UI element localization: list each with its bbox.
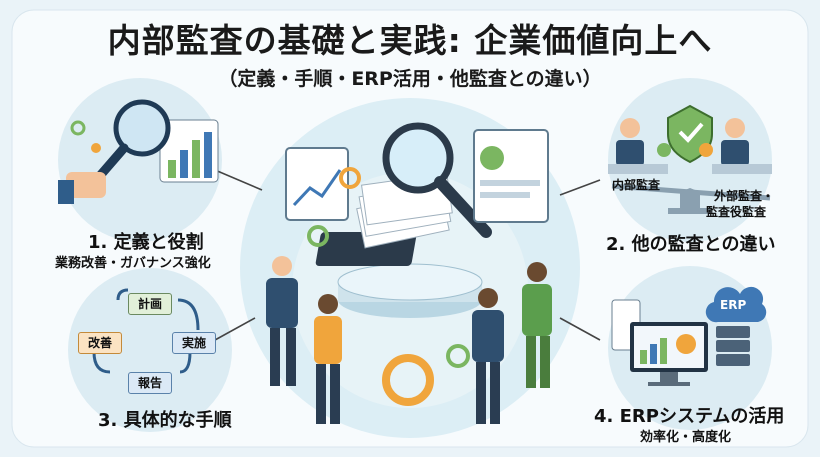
section3-title: 3. 具体的な手順 — [98, 410, 232, 431]
erp-system-icon — [611, 286, 767, 386]
section1-subtitle: 業務改善・ガバナンス強化 — [55, 256, 211, 271]
section3-bg — [68, 268, 232, 432]
magnifier-chart-icon — [58, 99, 219, 204]
page-subtitle: （定義・手順・ERP活用・他監査との違い） — [218, 68, 602, 90]
section4-title: 4. ERPシステムの活用 — [594, 406, 785, 427]
section4-subtitle: 効率化・高度化 — [640, 430, 732, 445]
step-improve-box: 改善 — [78, 332, 122, 354]
section1-title: 1. 定義と役割 — [88, 232, 204, 253]
balance-scale-icon — [608, 104, 772, 214]
section1-bg — [58, 78, 222, 242]
central-audit-scene — [266, 122, 552, 424]
external-audit-label-line1: 外部監査・ — [714, 189, 775, 203]
step-execute-box: 実施 — [172, 332, 216, 354]
page-title: 内部監査の基礎と実践: 企業価値向上へ — [107, 21, 713, 60]
erp-badge: ERP — [720, 298, 747, 312]
section2-title: 2. 他の監査との違い — [606, 234, 776, 255]
step-report-box: 報告 — [128, 372, 172, 394]
external-audit-label-line2: 監査役監査 — [706, 205, 767, 219]
cycle-arrows-icon — [92, 288, 200, 374]
internal-audit-label: 内部監査 — [612, 178, 661, 192]
step-plan-box: 計画 — [128, 293, 172, 315]
connector-lines — [214, 169, 601, 341]
